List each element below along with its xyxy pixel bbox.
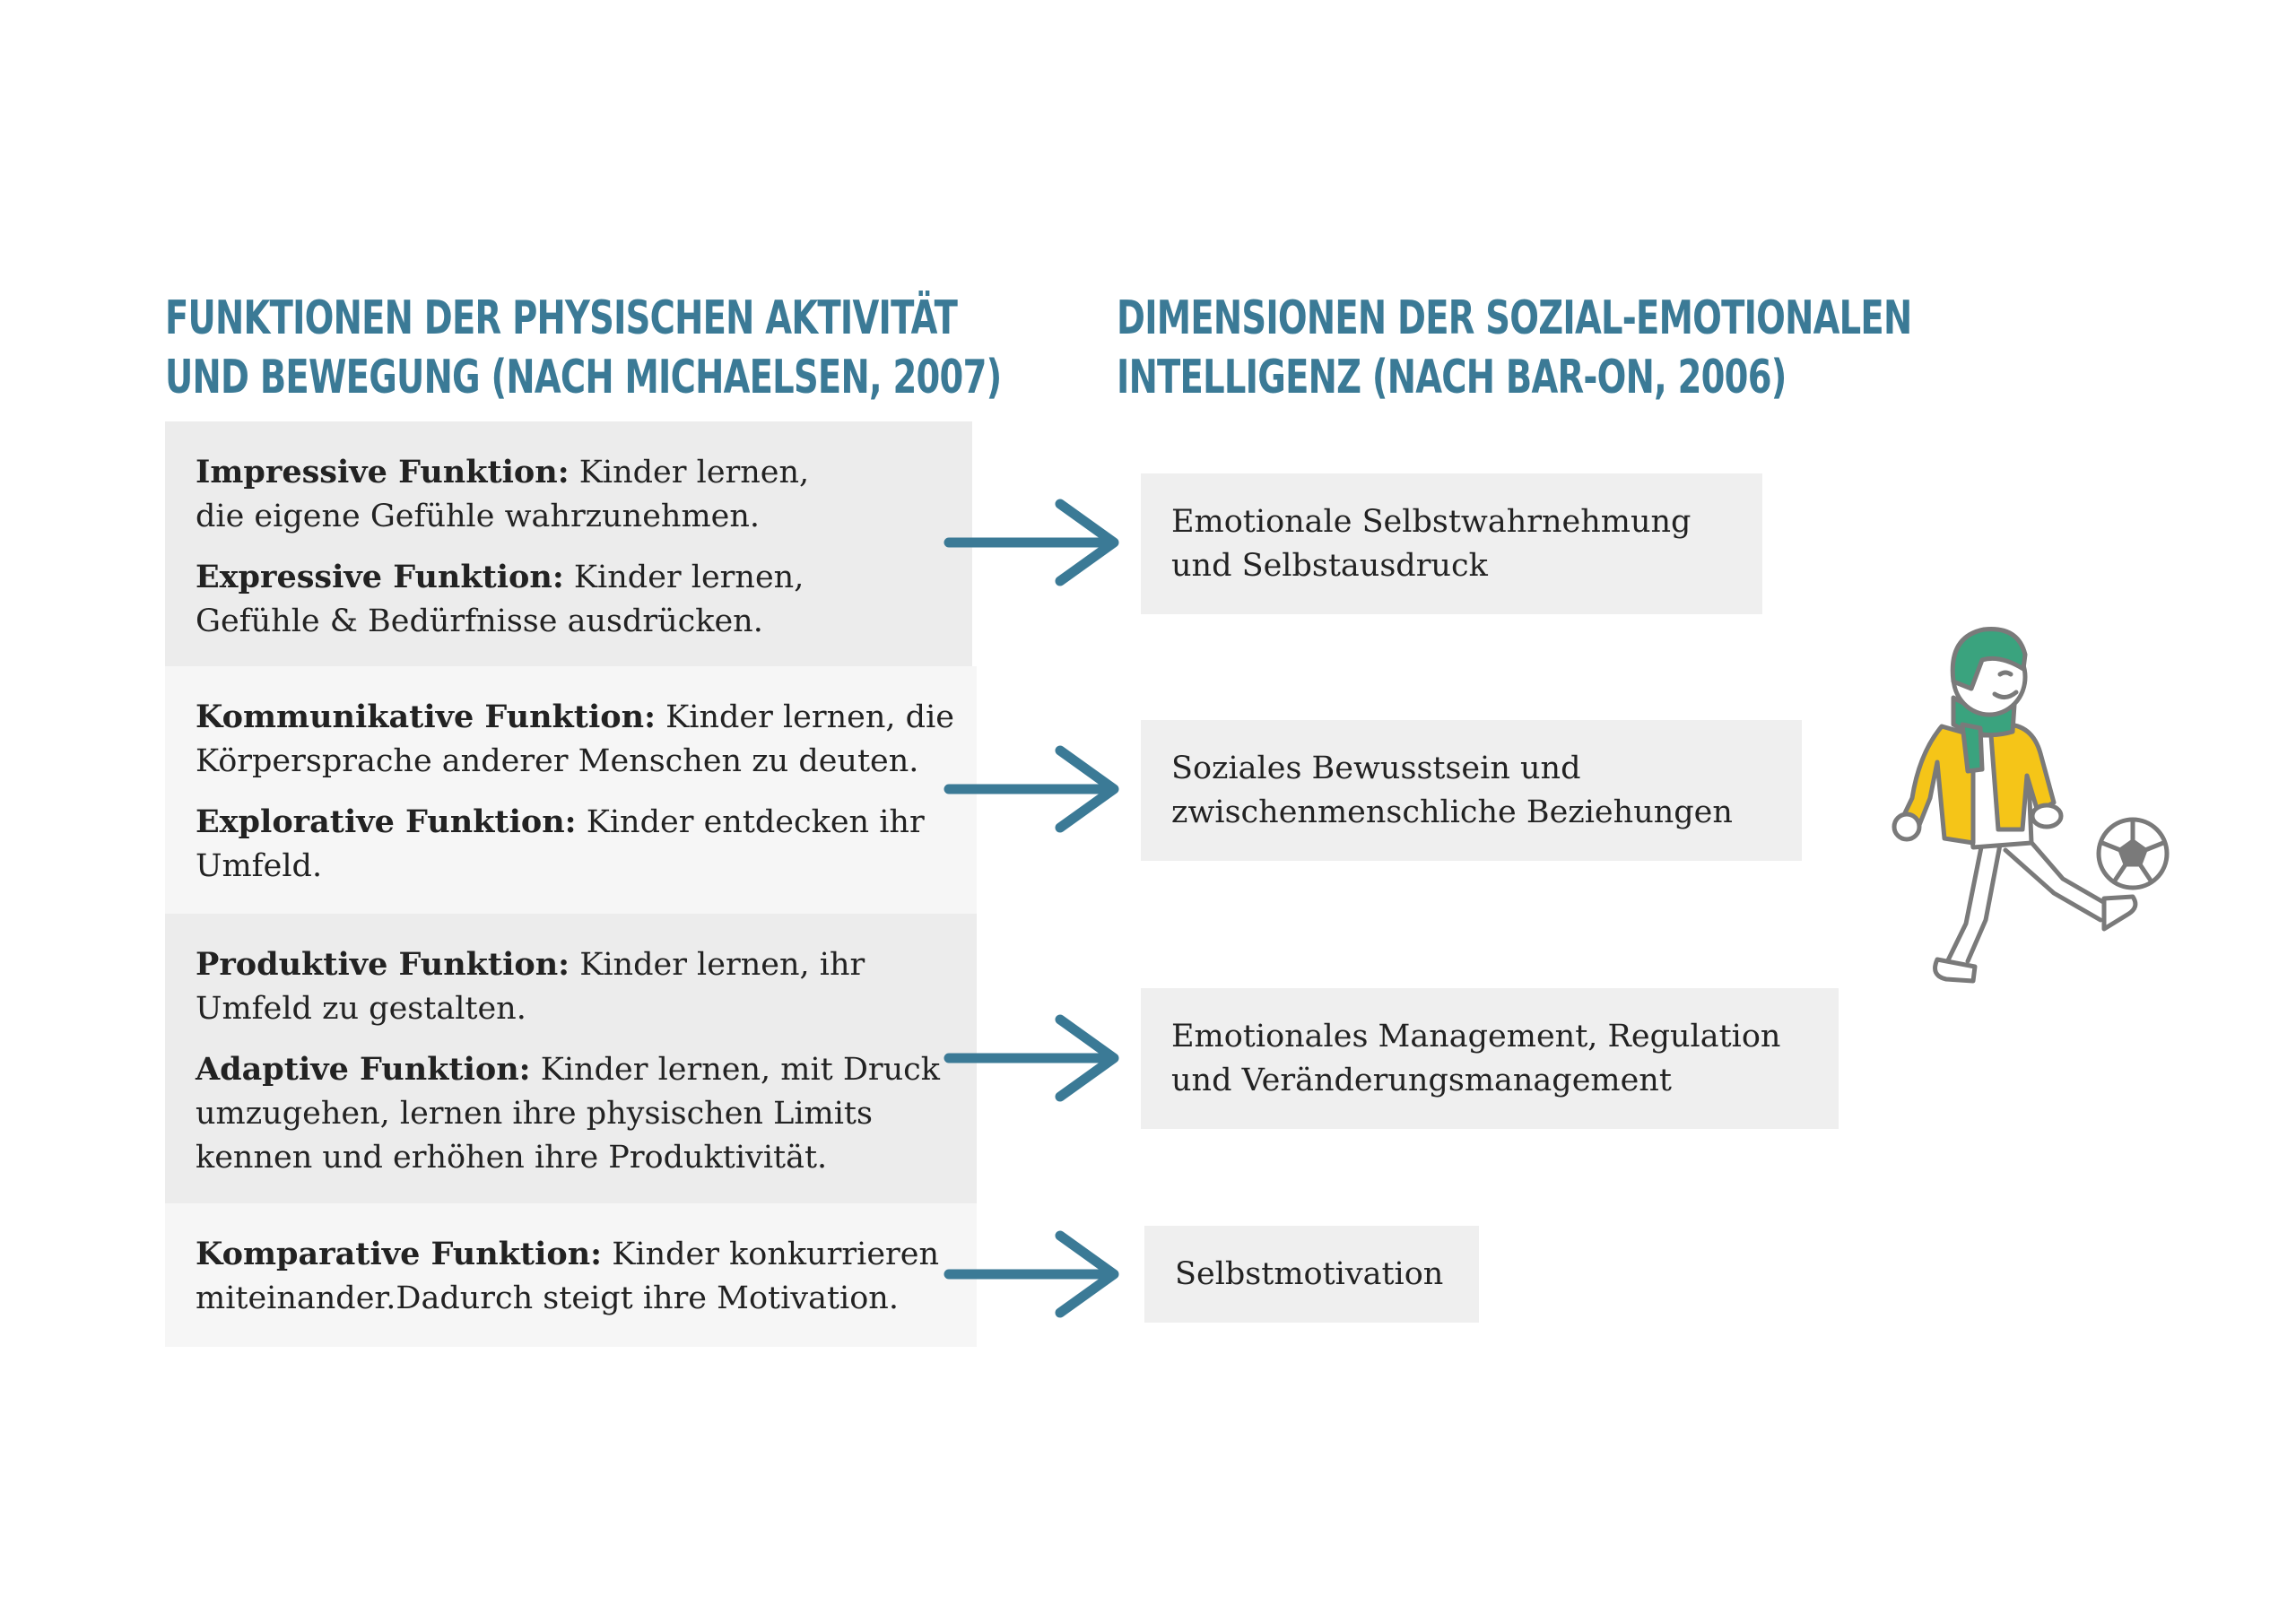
function-entry-line: Komparative Funktion: Kinder konkurriere…: [196, 1232, 950, 1277]
function-entry-line: Explorative Funktion: Kinder entdecken i…: [196, 800, 950, 845]
left-heading-line-1: Funktionen der physischen Aktivität: [165, 291, 958, 345]
function-text: Kinder entdecken ihr: [576, 804, 925, 840]
function-text: Kinder lernen, die: [656, 699, 954, 735]
function-entry-line: die eigene Gefühle wahrzunehmen.: [196, 499, 761, 534]
dimension-line: Emotionale Selbstwahrnehmung: [1171, 503, 1692, 540]
dimension-box-2: Soziales Bewusstsein und zwischenmenschl…: [1141, 720, 1802, 861]
function-entry-line: Umfeld.: [196, 848, 323, 884]
jacket: [1899, 724, 1976, 846]
function-entry: Produktive Funktion: Kinder lernen, ihr …: [196, 942, 950, 1031]
function-box-4: Komparative Funktion: Kinder konkurriere…: [165, 1203, 977, 1347]
arrow-icon: [944, 1014, 1119, 1102]
foot-back: [1933, 957, 1978, 984]
child-kicking-ball-illustration: [1892, 627, 2170, 984]
arrow-icon: [944, 499, 1119, 586]
dimension-box-1: Emotionale Selbstwahrnehmung und Selbsta…: [1141, 473, 1762, 614]
arrow-icon: [944, 745, 1119, 833]
dimension-box-4: Selbstmotivation: [1144, 1226, 1479, 1323]
dimension-line: und Veränderungsmanagement: [1171, 1062, 1672, 1098]
function-entry-line: Produktive Funktion: Kinder lernen, ihr: [196, 942, 950, 987]
function-term: Impressive Funktion:: [196, 454, 570, 490]
function-entry-line: Gefühle & Bedürfnisse ausdrücken.: [196, 603, 763, 639]
arrow-icon: [944, 1230, 1119, 1318]
dimension-box-3: Emotionales Management, Regulation und V…: [1141, 988, 1839, 1129]
right-heading-line-1: Dimensionen der sozial-emotionalen: [1117, 291, 1912, 345]
function-term: Expressive Funktion:: [196, 559, 564, 595]
function-entry-line: Kommunikative Funktion: Kinder lernen, d…: [196, 695, 954, 740]
function-box-2: Kommunikative Funktion: Kinder lernen, d…: [165, 666, 977, 914]
function-entry: Adaptive Funktion: Kinder lernen, mit Dr…: [196, 1047, 950, 1180]
function-entry-line: miteinander.Dadurch steigt ihre Motivati…: [196, 1280, 899, 1316]
right-heading-line-2: Intelligenz (nach Bar-On, 2006): [1117, 351, 1787, 404]
function-term: Explorative Funktion:: [196, 803, 577, 840]
function-entry-line: Körpersprache anderer Menschen zu deuten…: [196, 743, 919, 779]
dimension-line: zwischenmenschliche Beziehungen: [1171, 794, 1733, 830]
function-entry: Impressive Funktion: Kinder lernen, die …: [196, 450, 945, 539]
function-term: Komparative Funktion:: [196, 1236, 603, 1272]
dimension-line: und Selbstausdruck: [1171, 547, 1488, 584]
dimension-line: Soziales Bewusstsein und: [1171, 750, 1581, 786]
function-text: Kinder lernen,: [569, 455, 810, 490]
right-column-heading: Dimensionen der sozial-emotionalen Intel…: [1117, 289, 1912, 407]
function-term: Adaptive Funktion:: [196, 1051, 531, 1088]
function-entry-line: Adaptive Funktion: Kinder lernen, mit Dr…: [196, 1047, 950, 1092]
left-column-heading: Funktionen der physischen Aktivität und …: [165, 289, 1002, 407]
foot-front: [2101, 894, 2138, 932]
function-text: Kinder lernen, mit Druck: [530, 1052, 940, 1088]
leg-back: [1944, 840, 1985, 967]
function-text: Kinder lernen, ihr: [570, 947, 865, 983]
function-box-3: Produktive Funktion: Kinder lernen, ihr …: [165, 914, 977, 1203]
function-term: Kommunikative Funktion:: [196, 699, 656, 735]
hand-right: [2030, 803, 2064, 829]
hat: [1950, 627, 2028, 691]
function-text: Kinder konkurrieren: [602, 1237, 940, 1272]
function-term: Produktive Funktion:: [196, 946, 570, 983]
hand-left: [1892, 812, 1922, 842]
function-entry: Explorative Funktion: Kinder entdecken i…: [196, 800, 950, 889]
function-entry-line: Impressive Funktion: Kinder lernen,: [196, 450, 945, 495]
dimension-line: Selbstmotivation: [1175, 1255, 1444, 1292]
function-text: Kinder lernen,: [563, 560, 804, 595]
function-entry: Expressive Funktion: Kinder lernen, Gefü…: [196, 555, 945, 644]
function-entry-line: Umfeld zu gestalten.: [196, 991, 526, 1027]
function-entry-line: umzugehen, lernen ihre physischen Limits: [196, 1096, 873, 1132]
function-entry: Kommunikative Funktion: Kinder lernen, d…: [196, 695, 954, 784]
function-box-1: Impressive Funktion: Kinder lernen, die …: [165, 421, 972, 666]
leg-front: [2020, 829, 2112, 908]
function-entry-line: kennen und erhöhen ihre Produktivität.: [196, 1140, 828, 1176]
function-entry-line: Expressive Funktion: Kinder lernen,: [196, 555, 945, 600]
dimension-line: Emotionales Management, Regulation: [1171, 1018, 1781, 1055]
left-heading-line-2: und Bewegung (nach Michaelsen, 2007): [165, 351, 1002, 404]
function-entry: Komparative Funktion: Kinder konkurriere…: [196, 1232, 950, 1321]
